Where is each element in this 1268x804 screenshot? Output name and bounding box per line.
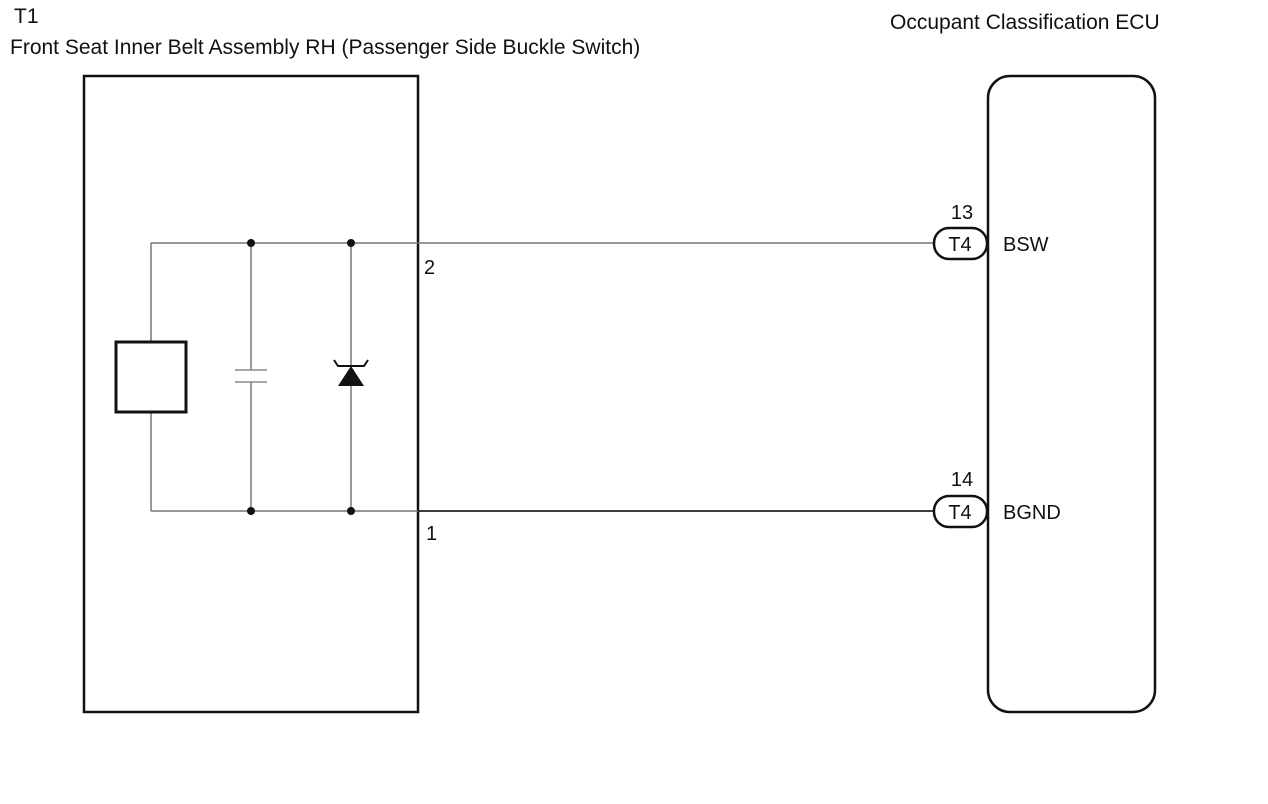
switch-element-icon bbox=[114, 340, 188, 414]
buckle-switch-box bbox=[82, 74, 420, 714]
pin-number: 13 bbox=[951, 202, 973, 224]
pin-label-lower: 1 bbox=[426, 523, 437, 545]
left-component-code: T1 bbox=[14, 5, 39, 28]
connector-oval bbox=[932, 494, 989, 529]
signal-name: BGND bbox=[1003, 502, 1061, 524]
pin-number: 14 bbox=[951, 469, 973, 491]
connector-code: T4 bbox=[948, 234, 971, 256]
ecu-box bbox=[986, 74, 1157, 714]
capacitor-icon bbox=[235, 369, 267, 383]
internal-circuit bbox=[150, 242, 418, 512]
junction-dot bbox=[247, 507, 255, 515]
connector-code: T4 bbox=[948, 502, 971, 524]
connector-oval bbox=[932, 226, 989, 261]
junction-dot bbox=[347, 239, 355, 247]
signal-name: BSW bbox=[1003, 234, 1049, 256]
junction-dots bbox=[247, 239, 355, 515]
connector-bgnd: 14 T4 BGND bbox=[932, 469, 1061, 529]
right-component-name: Occupant Classification ECU bbox=[890, 11, 1160, 34]
junction-dot bbox=[247, 239, 255, 247]
junction-dot bbox=[347, 507, 355, 515]
pin-label-upper: 2 bbox=[424, 257, 435, 279]
left-component-name: Front Seat Inner Belt Assembly RH (Passe… bbox=[10, 36, 640, 59]
connector-bsw: 13 T4 BSW bbox=[932, 202, 1049, 261]
zener-diode-icon bbox=[333, 359, 369, 386]
